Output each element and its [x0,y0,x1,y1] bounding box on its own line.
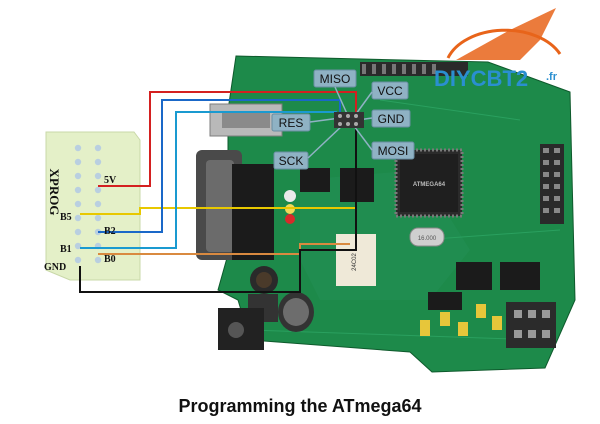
vcc-label-box [371,81,409,100]
pin-label-b0: B0 [104,254,116,265]
pin-label-b5: B5 [60,212,72,223]
tantalum-capacitors [420,304,502,336]
mosi-label-box [371,141,415,160]
pin-label-gnd: GND [44,262,66,273]
miso-label: MISO [320,72,351,86]
pin-label-5v: 5V [104,175,117,186]
pin-label-b2: B2 [104,226,116,237]
diycbt-logo: DIYCBT2 .fr [434,8,562,91]
dc-jack [218,308,264,350]
logo-suffix: .fr [546,71,558,83]
sck-label-box [273,151,309,170]
gnd-board-label: GND [378,112,405,126]
eeprom-marking: 24C02 [352,253,358,271]
mcu-marking: ATMEGA64 [413,182,446,188]
wire-gnd [79,126,357,293]
db9-connector [196,150,274,260]
crystal: 16.000 [409,227,445,247]
driver-chips [428,262,540,310]
wire-5v [98,91,357,187]
right-pin-header [540,144,564,224]
res-label: RES [279,116,304,130]
mosi-label: MOSI [378,144,409,158]
inductor [250,266,278,294]
vcc-label: VCC [377,84,403,98]
xprog-title: XPROG [47,169,62,216]
atmega64-chip: ATMEGA64 [394,148,464,218]
xprog-connector: XPROG [45,131,141,281]
crystal-marking: 16.000 [418,236,437,242]
wire-b2 [98,99,341,233]
sck-label: SCK [279,154,304,168]
top-pin-header [360,62,468,76]
dip-socket [506,302,556,348]
res-label-box [271,113,311,132]
rj45-port [209,103,283,137]
status-leds [284,190,296,224]
connector-pin-grid [74,144,102,264]
logo-text: DIYCBT2 [434,66,528,91]
connector-pin-labels: 5V B5 B2 B1 B0 GND [44,175,117,273]
isp-header [334,112,364,128]
caption: Programming the ATmega64 [178,396,422,416]
pin-label-b1: B1 [60,244,72,255]
